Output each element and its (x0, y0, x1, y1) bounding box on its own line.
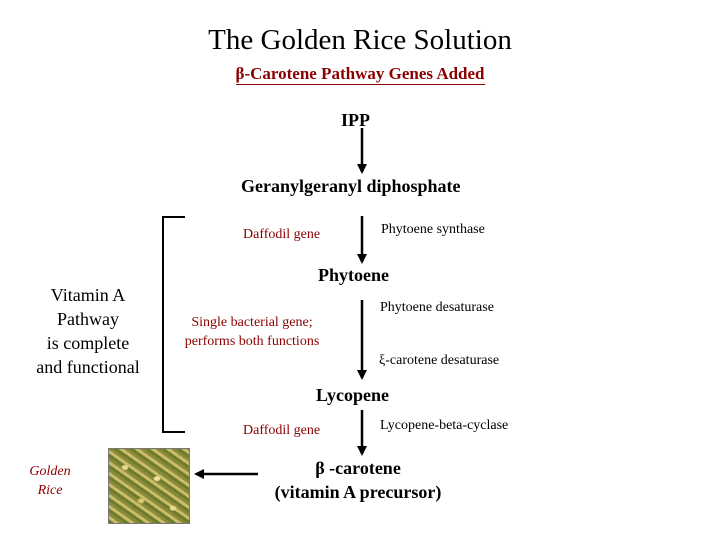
molecule-beta-carotene: β -carotene (315, 458, 401, 478)
golden-rice-line1: Golden (29, 464, 71, 479)
molecule-ipp: IPP (341, 110, 370, 130)
enzyme-phytoene-synthase: Phytoene synthase (381, 222, 485, 237)
enzyme-zeta-carotene-desaturase: ξ-carotene desaturase (379, 353, 500, 368)
vitamin-a-line3: is complete (46, 333, 130, 353)
slide-subtitle: β-Carotene Pathway Genes Added (0, 64, 720, 85)
vitamin-a-line1: Vitamin A (50, 285, 126, 305)
vitamin-a-bracket (162, 216, 185, 433)
molecule-lycopene: Lycopene (316, 385, 390, 405)
gene-bacterial-line1: Single bacterial gene; (191, 315, 313, 330)
enzyme-lycopene-beta-cyclase: Lycopene-beta-cyclase (380, 418, 509, 433)
gene-daffodil-2: Daffodil gene (243, 423, 321, 438)
molecule-phytoene: Phytoene (318, 265, 389, 285)
vitamin-a-line4: and functional (36, 357, 140, 377)
vitamin-a-label: Vitamin A Pathway is complete and functi… (18, 283, 158, 379)
golden-rice-photo (108, 448, 190, 524)
golden-rice-line2: Rice (37, 483, 63, 498)
subtitle-text: β-Carotene Pathway Genes Added (235, 64, 485, 85)
gene-bacterial-line2: performs both functions (184, 334, 320, 349)
enzyme-phytoene-desaturase: Phytoene desaturase (380, 300, 494, 315)
golden-rice-label: Golden Rice (18, 462, 82, 500)
molecule-ggpp: Geranylgeranyl diphosphate (241, 176, 461, 196)
gene-daffodil-1: Daffodil gene (243, 227, 321, 242)
slide-title: The Golden Rice Solution (208, 24, 512, 56)
molecule-beta-carotene-note: (vitamin A precursor) (274, 482, 442, 502)
vitamin-a-line2: Pathway (57, 309, 119, 329)
